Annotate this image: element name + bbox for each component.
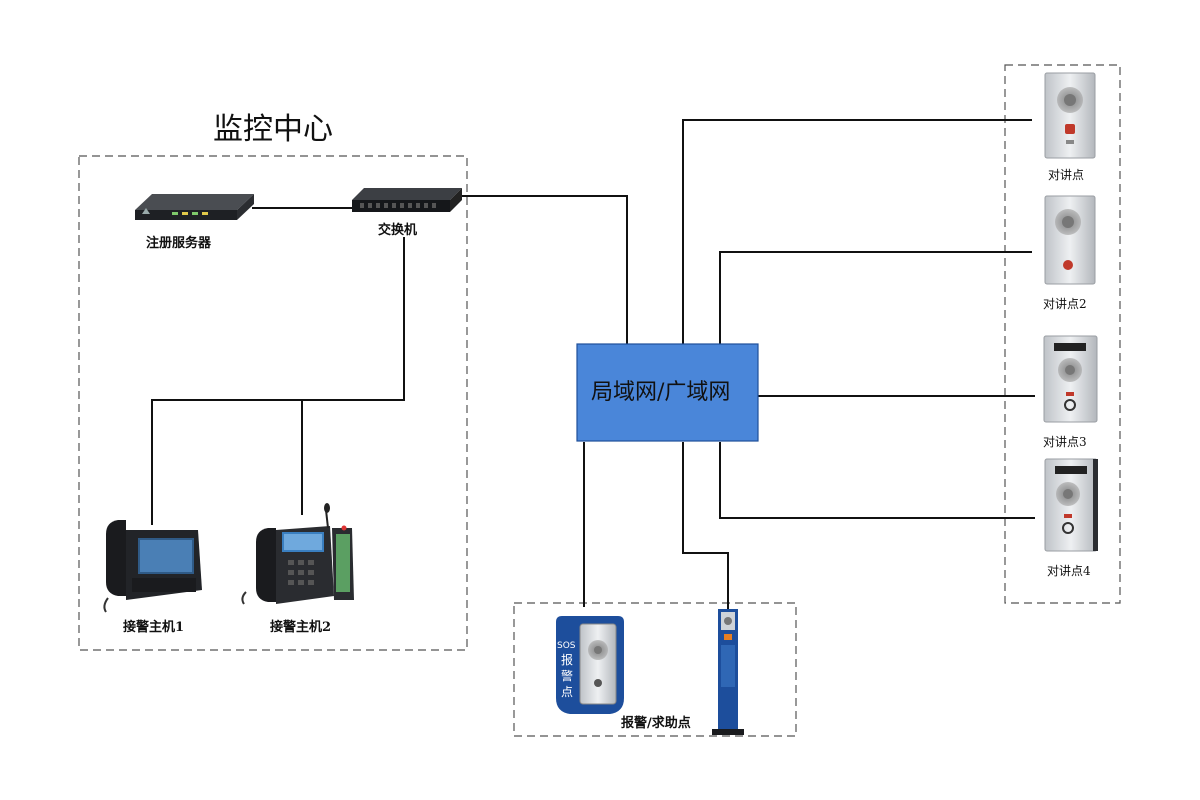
switch-device: [352, 188, 462, 212]
line-lan-pillar: [682, 442, 729, 609]
sos-box-text-3: 点: [561, 685, 573, 699]
monitoring-center-title: 监控中心: [213, 112, 333, 147]
sos-box-device: SOS 报 警 点: [556, 616, 624, 714]
sos-box-text-sos: SOS: [557, 641, 576, 651]
alarm-host-1-device: [103, 520, 202, 613]
intercom-2-device: [1044, 195, 1096, 285]
intercom-group-box: [1004, 64, 1121, 604]
intercom-3-device: [1043, 335, 1098, 423]
line-lan-intercom1: [682, 119, 1032, 344]
connection-lines: [151, 119, 1035, 609]
line-lan-intercom4: [719, 442, 1035, 519]
network-label: 局域网/广域网: [591, 380, 730, 405]
intercom-1-label: 对讲点: [1048, 167, 1084, 182]
line-lan-intercom2: [719, 251, 1032, 344]
intercom-4-device: [1044, 458, 1098, 552]
sos-box-text-2: 警: [561, 668, 573, 683]
intercom-2-label: 对讲点2: [1043, 296, 1087, 311]
network-box: [576, 343, 759, 442]
register-server-label: 注册服务器: [146, 235, 212, 251]
sos-box-text-1: 报: [561, 652, 573, 667]
intercom-4-label: 对讲点4: [1047, 563, 1091, 578]
line-switch-hosts: [151, 237, 405, 525]
switch-label: 交换机: [378, 222, 417, 238]
alarm-host-2-label: 接警主机2: [270, 619, 331, 635]
alarm-host-2-device: [241, 503, 354, 605]
help-point-label: 报警/求助点: [621, 715, 691, 731]
line-switch-lan: [458, 195, 628, 344]
register-server-device: [135, 194, 254, 220]
alarm-host-1-label: 接警主机1: [123, 619, 184, 635]
help-pillar-device: [712, 609, 744, 735]
intercom-3-label: 对讲点3: [1043, 434, 1087, 449]
intercom-1-device: [1044, 72, 1096, 159]
